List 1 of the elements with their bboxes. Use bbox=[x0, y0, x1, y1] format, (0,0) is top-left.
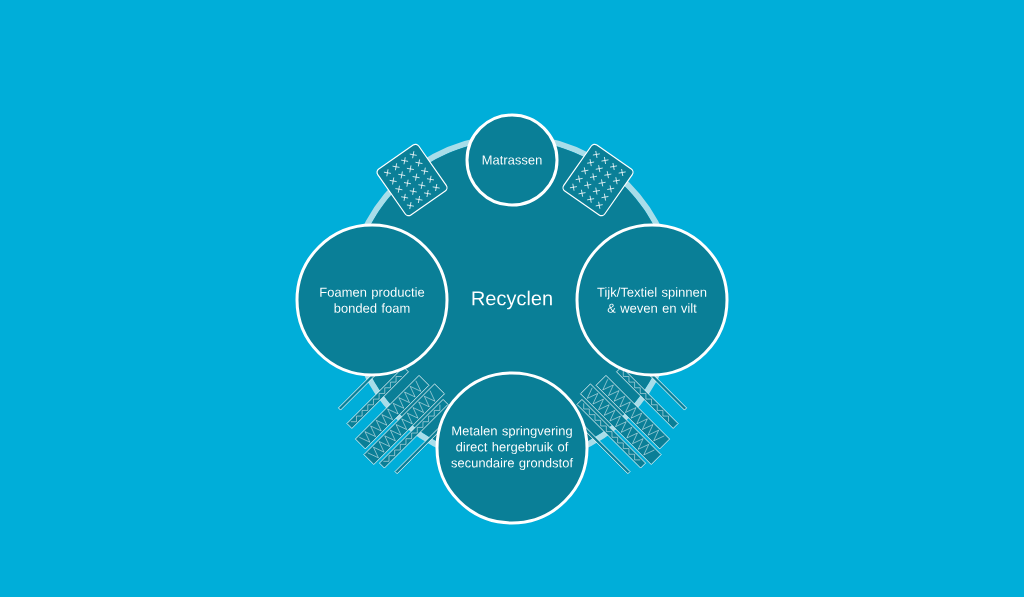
node-label: Recyclen bbox=[472, 290, 552, 310]
